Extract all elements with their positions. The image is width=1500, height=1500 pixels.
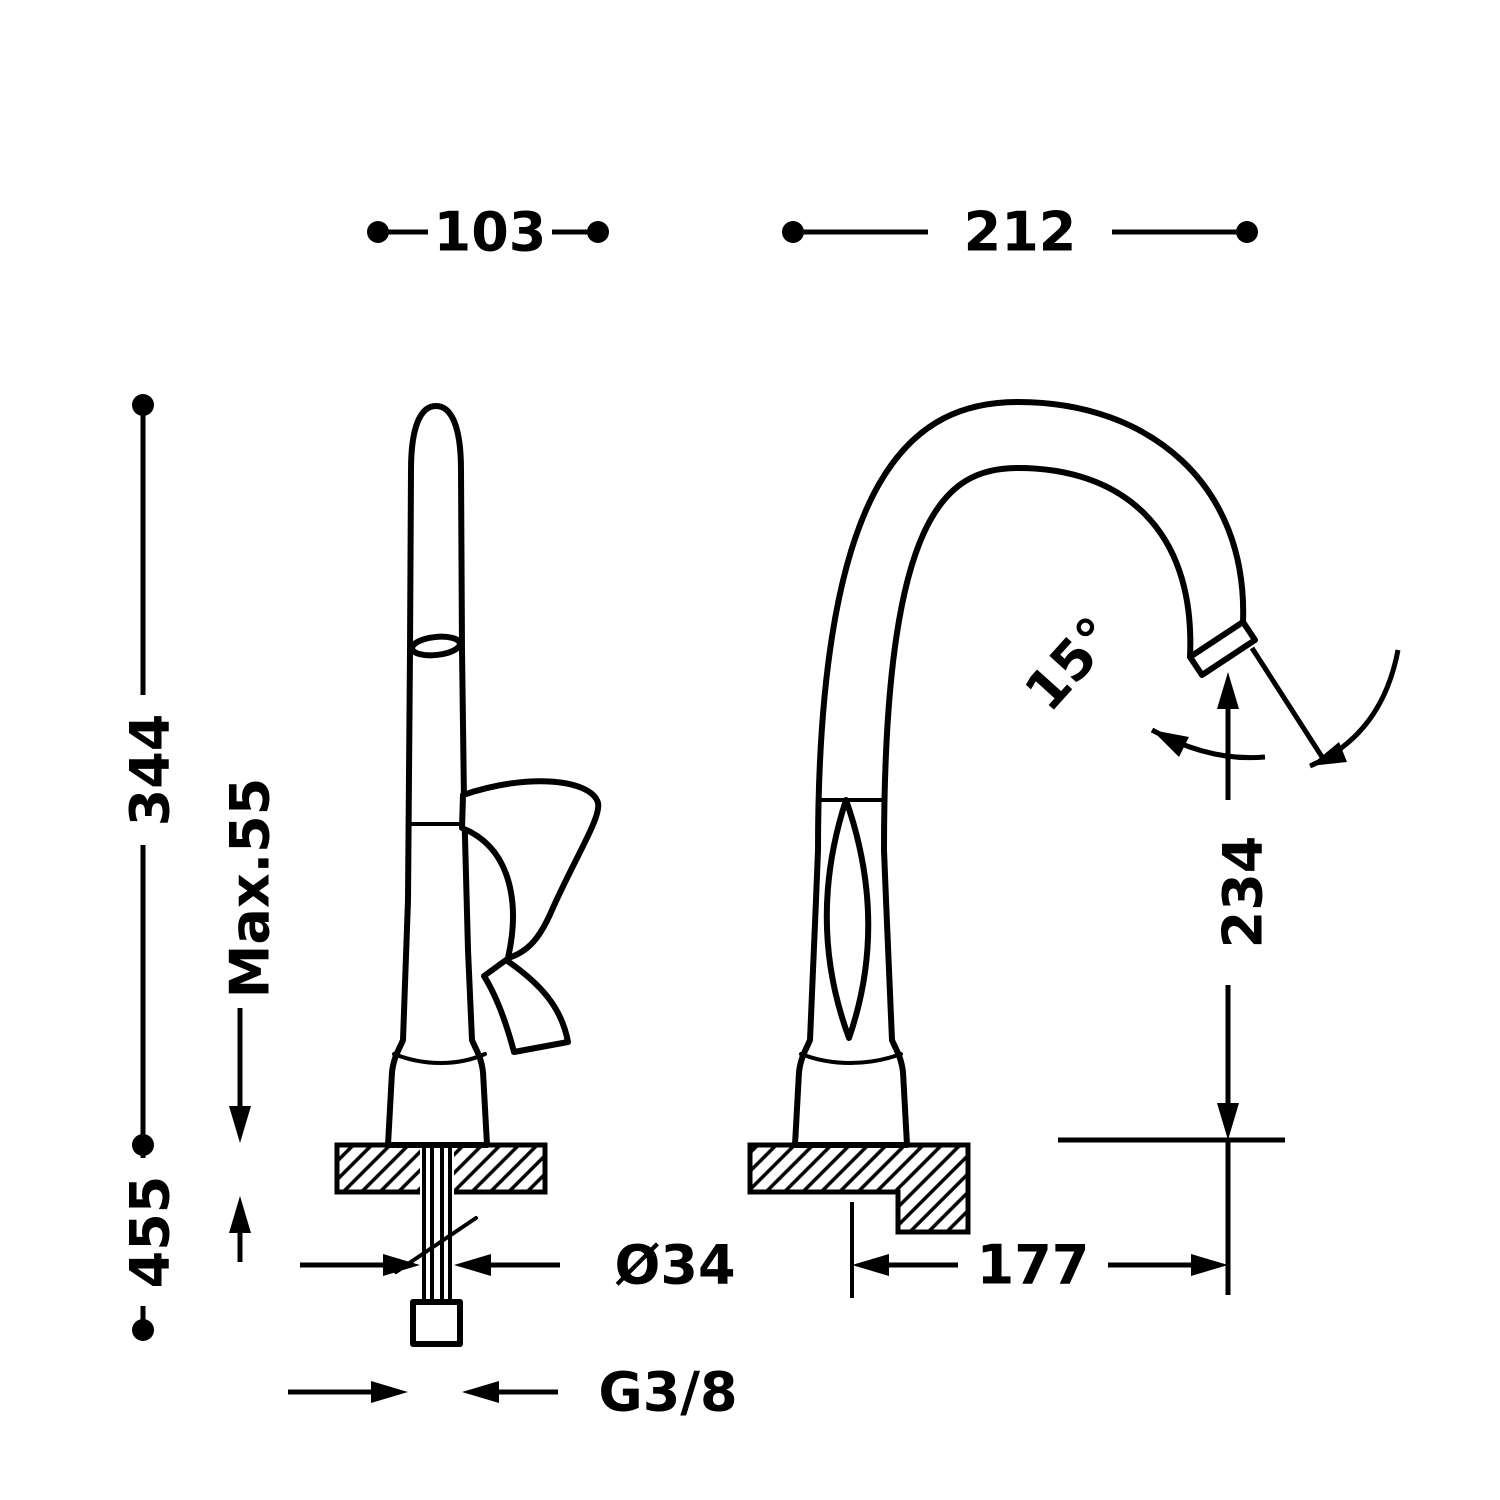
tilt-axis-line xyxy=(1249,646,1327,762)
dim-177-label: 177 xyxy=(977,1234,1090,1297)
right-faucet-front-view xyxy=(792,399,1258,1148)
dim-455-label: 455 xyxy=(119,1176,182,1289)
dim-234-label: 234 xyxy=(1212,836,1275,949)
dim-g38-label: G3/8 xyxy=(598,1361,737,1424)
dim-103-label: 103 xyxy=(434,201,547,264)
dimension-shank-diameter: Ø34 xyxy=(300,1234,736,1297)
dimension-inlet-thread: G3/8 xyxy=(288,1361,738,1424)
lever-handle-front xyxy=(823,797,872,1041)
dimension-outlet-height: 234 xyxy=(1058,672,1285,1295)
dim-212-label: 212 xyxy=(964,201,1077,264)
dim-d34-label: Ø34 xyxy=(614,1234,735,1297)
tilt-arc-outer xyxy=(1309,649,1401,769)
dimension-spout-reach: 177 xyxy=(850,1202,1228,1298)
handle-base-side xyxy=(481,957,571,1055)
left-faucet-side-view xyxy=(385,403,602,1148)
right-countertop-section xyxy=(747,1142,971,1235)
lever-handle-side xyxy=(459,778,602,961)
dimension-deck-thickness: Max.55 xyxy=(219,778,282,1262)
shank-nut xyxy=(410,1299,463,1347)
dimension-width-right: 212 xyxy=(782,201,1258,264)
dimension-heights-left: 344 455 xyxy=(119,394,182,1341)
supply-shank xyxy=(394,1141,478,1347)
spout-aerator-tip xyxy=(1187,619,1258,678)
dim-344-label: 344 xyxy=(119,714,182,827)
dim-max55-label: Max.55 xyxy=(219,778,282,999)
dimension-width-left: 103 xyxy=(367,201,609,264)
dim-15deg-label: 15° xyxy=(1012,605,1127,723)
spout-outlet-side xyxy=(409,633,463,659)
